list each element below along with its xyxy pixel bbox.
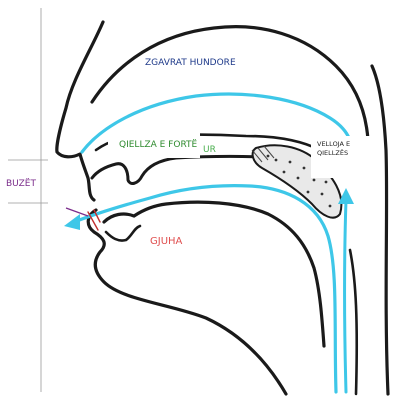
airflow-oral-arrowhead <box>64 214 80 230</box>
ur-label: UR <box>203 146 216 155</box>
airflow-velum <box>345 200 347 392</box>
lips-pointer <box>66 208 88 216</box>
lower-teeth <box>106 226 140 241</box>
hard-palate-label: QIELLZA E FORTË <box>116 140 200 151</box>
nasal-cavity-roof <box>92 27 368 140</box>
lips-label: BUZËT <box>6 180 36 189</box>
soft-palate-label: VELLOJA E QIELLZËS <box>311 136 379 178</box>
pharynx-front-wall <box>350 250 357 394</box>
nasal-cavity-label: ZGAVRAT HUNDORE <box>145 59 236 68</box>
pharynx-back-wall <box>372 66 388 394</box>
tongue-label: GJUHA <box>150 237 182 247</box>
